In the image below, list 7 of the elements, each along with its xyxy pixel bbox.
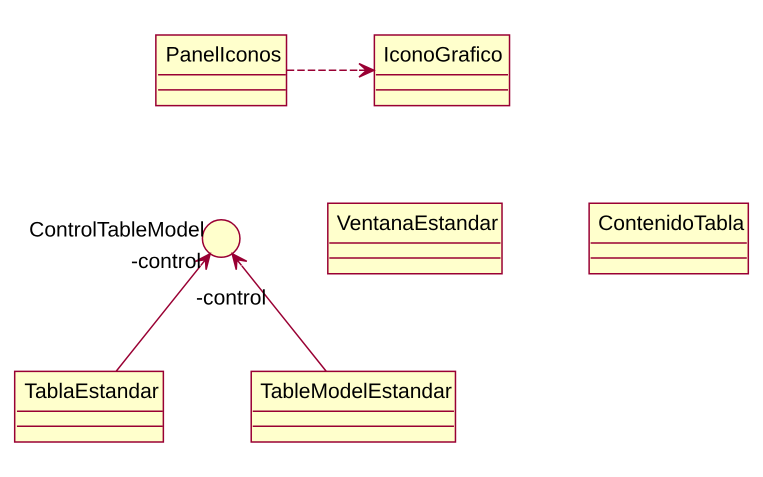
arrow: [231, 252, 327, 372]
edge-label: -control: [196, 286, 266, 310]
node-circle: [202, 218, 241, 258]
edge-label: -control: [130, 250, 202, 274]
arrow: [286, 62, 375, 78]
arrow: [116, 252, 211, 372]
node-label: ControlTableModel: [29, 218, 204, 242]
